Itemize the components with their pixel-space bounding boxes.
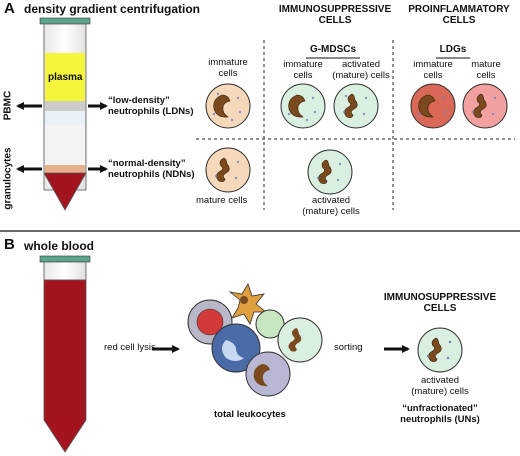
leukocyte-cluster [187,283,323,397]
proinflammatory-header-line2: CELLS [442,15,476,26]
immature-cells-label-1: immature cells [198,57,258,79]
cell-ldg-mature [462,83,508,129]
ficoll-layer [45,125,85,165]
gmdsc-activated-line2: (mature) cells [332,69,390,81]
ldn-layer [45,111,85,125]
immunosuppressive-header-line1: IMMUNOSUPPRESSIVE [278,4,392,15]
proinflammatory-header: PROINFLAMMATORY CELLS [404,4,514,26]
ndn-label: “normal-density” neutrophils (NDNs) [108,158,195,180]
cell-ndn-activated [307,149,353,195]
immunosuppressive-header-line2: CELLS [318,15,352,26]
ldg-immature-line1: immature [413,59,453,70]
panel-a-letter: A [4,0,15,17]
grid-dashes [196,40,515,210]
un-activated-label: activated (mature) cells [405,375,475,397]
cell-immature-ldn [205,83,251,129]
immunosuppressive-b-line1: IMMUNOSUPPRESSIVE [383,292,497,303]
ldn-label: “low-density” neutrophils (LDNs) [108,95,194,117]
gmdsc-activated-line1: activated [341,59,381,70]
red-cell-lysis-label: red cell lysis [104,342,156,353]
monocyte-cell [245,351,291,397]
mature-cells-label: mature cells [196,195,248,206]
pbmc-layer [45,101,85,111]
un-activated-line1: activated [420,375,460,386]
gmdsc-immature-label: immature cells [276,59,330,81]
cell-gmdsc-activated [333,83,379,129]
total-leukocytes-label: total leukocytes [214,409,286,420]
immature-cells-1-line1: immature [208,57,248,68]
un-label: “unfractionated” neutrophils (UNs) [392,403,488,425]
ldg-immature-line2: cells [423,69,443,81]
un-label-line2: neutrophils (UNs) [400,413,480,425]
immunosuppressive-header-b: IMMUNOSUPPRESSIVE CELLS [378,292,502,314]
ldg-mature-label: mature cells [460,59,512,81]
rbc-pellet [43,172,87,211]
gmdsc-activated-label: activated (mature) cells [328,59,394,81]
cell-ldg-immature [410,83,456,129]
ldn-label-line2: neutrophils (LDNs) [108,105,194,117]
granulocyte-layer [45,165,85,173]
ldg-header: LDGs [439,44,467,55]
un-label-line1: “unfractionated” [402,403,478,414]
platelet-cell [255,309,285,339]
immunosuppressive-b-line2: CELLS [423,303,457,314]
ndn-label-line1: “normal-density” [108,158,186,169]
dendritic-cell [228,283,268,325]
plasma-layer [45,53,85,101]
proinflammatory-header-line1: PROINFLAMMATORY [408,4,510,15]
panel-a-title: density gradient centrifugation [24,2,201,16]
granulocytes-label: granulocytes [2,147,14,210]
ndn-activated-line2: (mature) cells [302,205,360,217]
ldg-mature-line2: cells [476,69,496,81]
granules [212,92,497,182]
gmdsc-header: G-MDSCs [309,44,357,55]
panel-b-letter: B [4,236,15,253]
cell-ndn-mature [205,147,251,193]
cell-un-activated [417,327,463,373]
ndn-label-line2: neutrophils (NDNs) [108,168,195,180]
ndn-activated-line1: activated [311,195,351,206]
plasma-label: plasma [48,72,83,83]
sorting-label: sorting [334,342,363,353]
ldg-immature-label: immature cells [406,59,460,81]
ldn-label-line1: “low-density” [108,95,170,106]
panel-b-title: whole blood [24,239,94,253]
centrifuge-tube [39,17,91,211]
gmdsc-immature-line1: immature [283,59,323,70]
blood-tube [39,255,91,453]
cell-gmdsc-immature [280,83,326,129]
ndn-activated-label: activated (mature) cells [296,195,366,217]
un-activated-line2: (mature) cells [411,385,469,397]
pbmc-label: PBMC [2,90,14,121]
tube-cap [39,17,91,25]
ldg-mature-line1: mature [471,59,501,70]
gmdsc-immature-line2: cells [293,69,313,81]
immature-cells-1-line2: cells [218,67,238,79]
immunosuppressive-header-a: IMMUNOSUPPRESSIVE CELLS [270,4,400,26]
